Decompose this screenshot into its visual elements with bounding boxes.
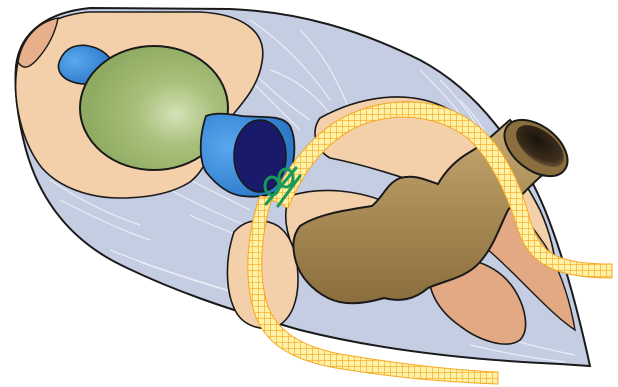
anatomical-illustration	[0, 0, 618, 387]
